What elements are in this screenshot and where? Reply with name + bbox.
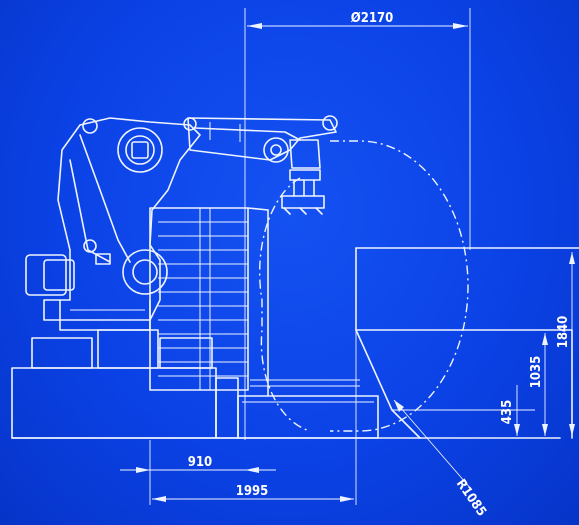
dimension-910: 910 [120,440,276,505]
dimension-1035-label: 1035 [529,356,544,389]
robot-body [25,117,201,331]
radius-dimension: R1085 [393,399,489,520]
dimension-435: 435 [392,385,535,436]
robot-arm [187,115,338,169]
radius-label: R1085 [453,477,489,520]
robot-base-platform [11,329,561,439]
work-envelope [330,140,469,432]
dimension-1840: 1840 [556,252,575,436]
dimension-910-label: 910 [188,455,212,470]
dimension-435-label: 435 [500,400,515,424]
dimension-1035: 1035 [529,333,548,436]
gripper [281,169,325,215]
dimension-1995-label: 1995 [236,484,269,499]
diameter-dimension: Ø2170 [244,8,471,440]
pallet-stack [149,207,269,396]
dimension-1995: 1995 [152,330,357,505]
dimension-1840-label: 1840 [556,316,571,349]
work-envelope-left [259,177,311,432]
diameter-label: Ø2170 [351,11,394,26]
